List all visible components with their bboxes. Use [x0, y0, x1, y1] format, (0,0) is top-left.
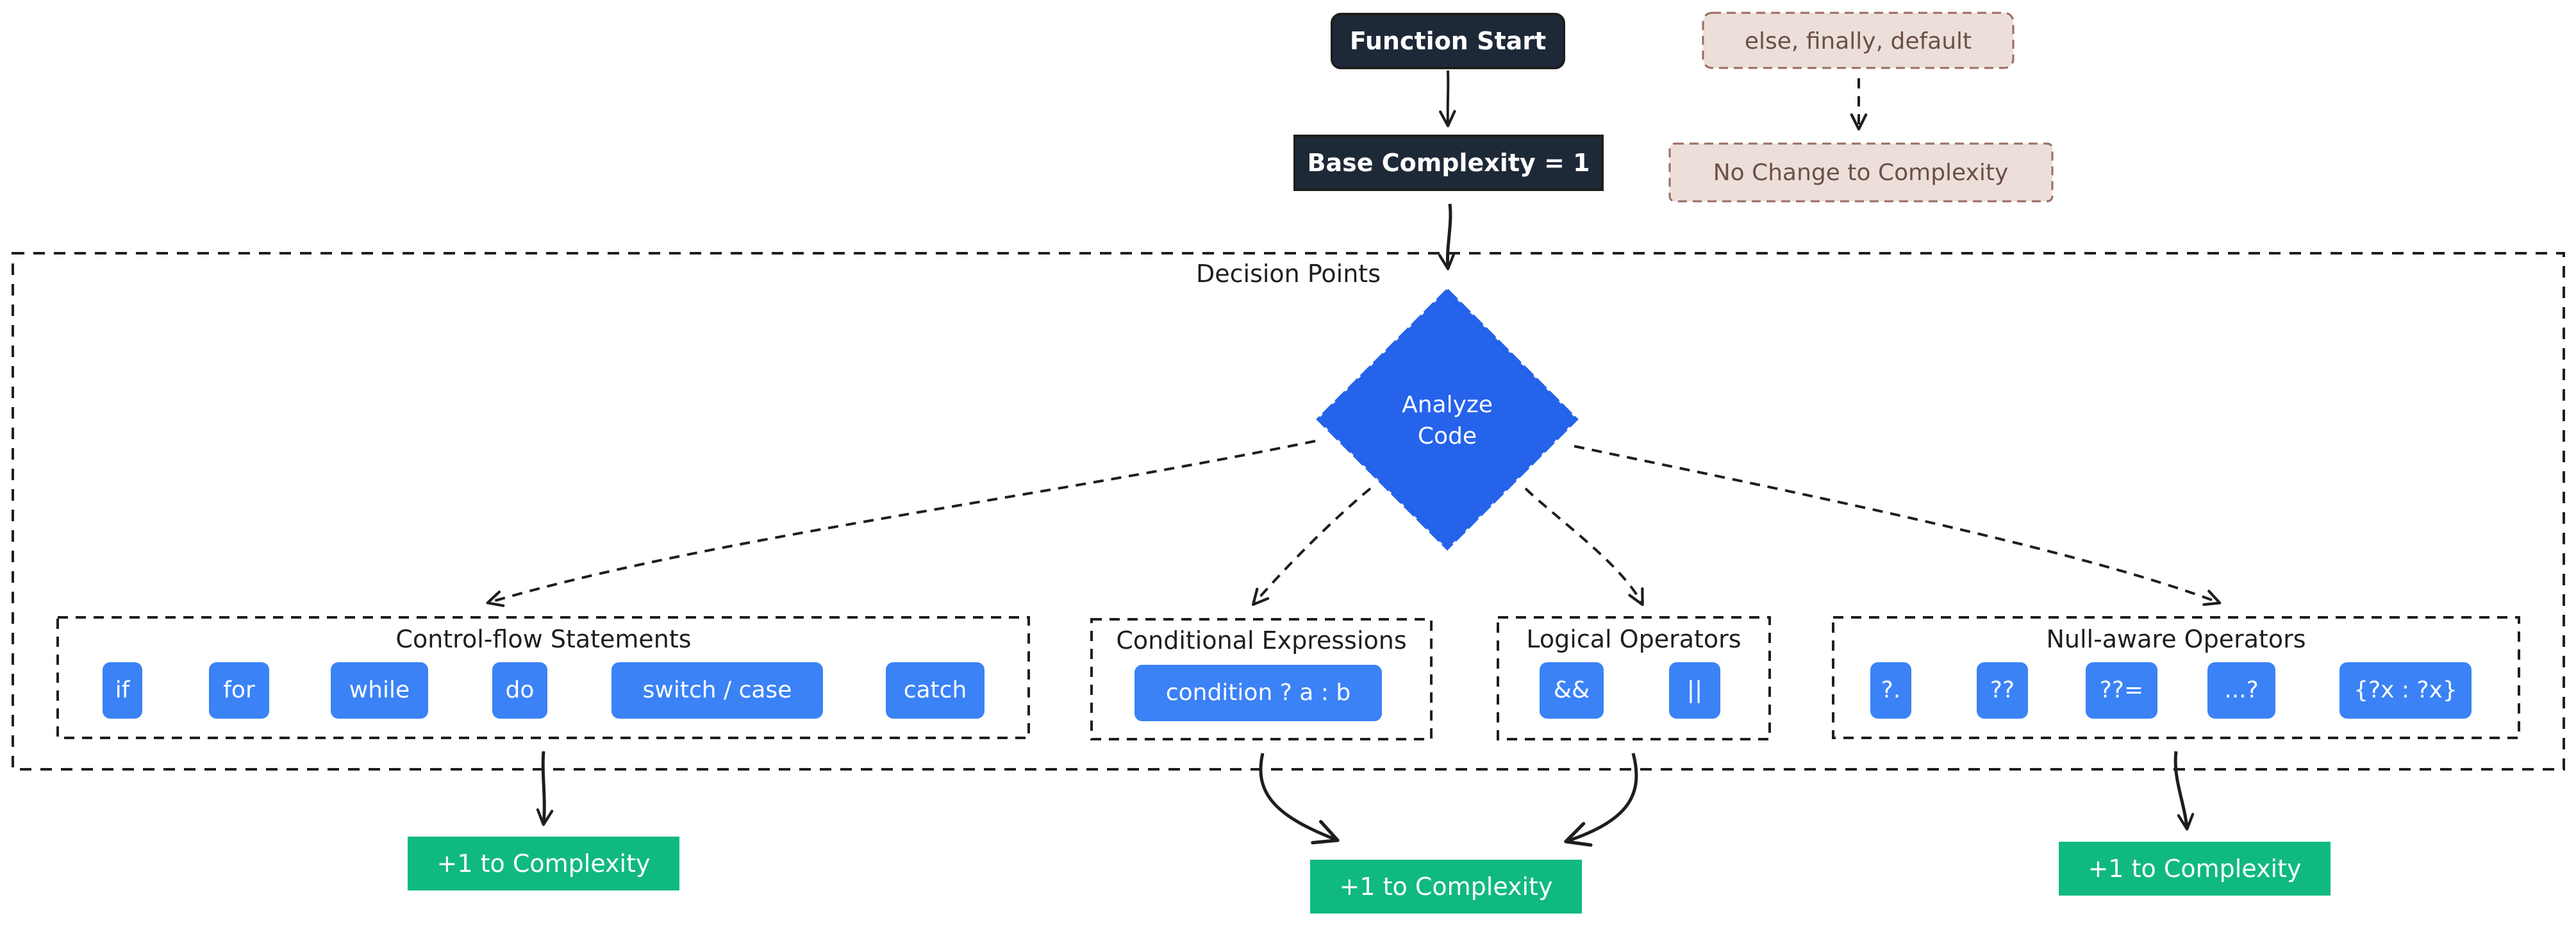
- result-left-label: +1 to Complexity: [437, 849, 651, 878]
- result-right-node: +1 to Complexity: [2059, 842, 2331, 896]
- control-flow-border: [56, 616, 1030, 739]
- function-start-box: [1331, 13, 1565, 69]
- token-null-assign-label: ??=: [2100, 677, 2143, 703]
- token-null-access: [1870, 662, 1911, 719]
- logical-title: Logical Operators: [1526, 625, 1741, 653]
- null-aware-title: Null-aware Operators: [2046, 625, 2306, 653]
- decision-points-frame: Decision Points: [12, 252, 2565, 771]
- token-for: [209, 662, 269, 719]
- analyze-code-node: Analyze Code: [1316, 288, 1579, 551]
- result-center-box: [1310, 860, 1582, 914]
- no-change-node: No Change to Complexity: [1668, 142, 2054, 203]
- no-change-box: [1668, 142, 2054, 203]
- neutral-keywords-box: [1702, 12, 2015, 69]
- arrow-start-to-base: [1439, 70, 1456, 128]
- decision-points-border: [12, 252, 2565, 771]
- control-flow-tokens: if for while do switch / case catch: [103, 662, 985, 719]
- base-complexity-label: Base Complexity = 1: [1307, 149, 1590, 177]
- token-catch: [886, 662, 985, 719]
- token-if: [103, 662, 142, 719]
- arrow-logical-to-result: [1564, 753, 1638, 847]
- token-switch-case: [611, 662, 823, 719]
- result-left-box: [408, 837, 679, 890]
- arrow-conditional-to-result: [1259, 753, 1340, 845]
- null-aware-group: Null-aware Operators ?. ?? ??= ...? {?x …: [1832, 616, 2520, 739]
- token-null-assign: [2086, 662, 2157, 719]
- token-null-coalesce-label: ??: [1990, 677, 2015, 703]
- function-start-label: Function Start: [1350, 27, 1546, 55]
- arrow-analyze-to-control-flow: [486, 440, 1316, 607]
- token-or-label: ||: [1687, 677, 1702, 703]
- arrow-analyze-to-conditional: [1251, 487, 1372, 606]
- token-while: [331, 662, 428, 719]
- conditional-group: Conditional Expressions condition ? a : …: [1090, 618, 1433, 740]
- null-aware-border: [1832, 616, 2520, 739]
- token-and: [1540, 662, 1604, 719]
- logical-group: Logical Operators && ||: [1497, 616, 1771, 740]
- analyze-code-label-line1: Analyze: [1402, 392, 1493, 418]
- result-left-node: +1 to Complexity: [408, 837, 679, 890]
- token-do-label: do: [506, 677, 535, 703]
- token-do: [492, 662, 547, 719]
- token-catch-label: catch: [904, 677, 967, 703]
- neutral-keywords-label: else, finally, default: [1745, 28, 1972, 54]
- control-flow-group: Control-flow Statements if for while do …: [56, 616, 1030, 739]
- token-ternary-label: condition ? a : b: [1166, 680, 1350, 706]
- result-right-label: +1 to Complexity: [2088, 855, 2302, 883]
- logical-border: [1497, 616, 1771, 740]
- token-null-spread-label: ...?: [2224, 677, 2258, 703]
- decision-points-label: Decision Points: [1196, 260, 1381, 288]
- base-complexity-node: Base Complexity = 1: [1293, 135, 1604, 191]
- token-switch-case-label: switch / case: [643, 677, 792, 703]
- arrow-control-flow-to-result: [536, 751, 554, 826]
- arrow-analyze-to-logical: [1524, 487, 1644, 606]
- conditional-title: Conditional Expressions: [1116, 626, 1406, 655]
- token-null-map: [2339, 662, 2472, 719]
- result-center-node: +1 to Complexity: [1310, 860, 1582, 914]
- neutral-keywords-node: else, finally, default: [1702, 12, 2015, 69]
- function-start-node: Function Start: [1331, 13, 1565, 69]
- result-right-box: [2059, 842, 2331, 896]
- token-while-label: while: [349, 677, 410, 703]
- arrow-base-to-analyze: [1438, 203, 1456, 271]
- conditional-border: [1090, 618, 1433, 740]
- result-center-label: +1 to Complexity: [1340, 873, 1553, 901]
- token-null-coalesce: [1977, 662, 2028, 719]
- token-if-label: if: [115, 677, 131, 703]
- token-ternary: [1134, 665, 1382, 721]
- base-complexity-box: [1293, 135, 1604, 191]
- no-change-label: No Change to Complexity: [1713, 160, 2009, 186]
- arrow-analyze-to-null-aware: [1574, 445, 2222, 606]
- analyze-code-diamond: [1316, 288, 1579, 551]
- token-for-label: for: [223, 677, 255, 703]
- analyze-code-label-line2: Code: [1418, 423, 1477, 449]
- token-null-access-label: ?.: [1881, 677, 1901, 703]
- token-null-spread: [2207, 662, 2275, 719]
- token-null-map-label: {?x : ?x}: [2354, 677, 2457, 703]
- arrow-null-aware-to-result: [2173, 751, 2195, 831]
- token-and-label: &&: [1554, 677, 1590, 703]
- control-flow-title: Control-flow Statements: [395, 625, 691, 653]
- token-or: [1669, 662, 1720, 719]
